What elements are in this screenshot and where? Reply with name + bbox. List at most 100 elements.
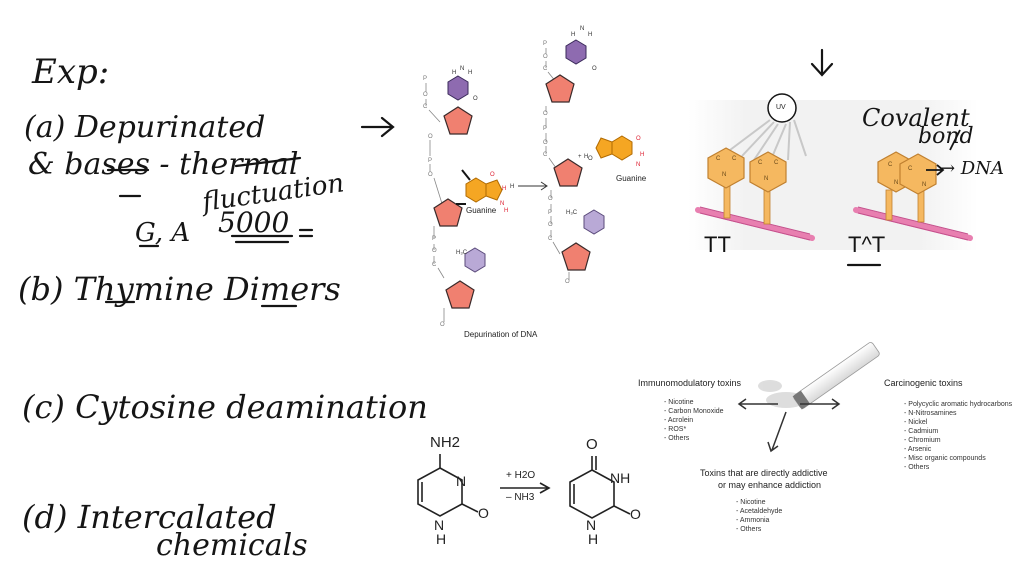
- svg-text:H: H: [640, 152, 644, 158]
- cytosine-base: [565, 39, 587, 65]
- note-d-line2: chemicals: [156, 528, 308, 563]
- svg-text:O: O: [490, 172, 495, 178]
- note-a-line5: 5000: [218, 206, 290, 239]
- svg-text:P: P: [432, 236, 436, 242]
- svg-text:H: H: [436, 531, 446, 547]
- svg-text:N: N: [764, 176, 768, 182]
- covalent-note-line1: Covalent: [862, 104, 970, 132]
- thymine-ring: [899, 153, 937, 195]
- svg-text:P: P: [543, 126, 547, 132]
- arrow-left-icon: [737, 398, 778, 410]
- list-item: - N-Nitrosamines: [904, 410, 957, 417]
- list-item: - Ammonia: [736, 517, 770, 524]
- svg-text:C: C: [908, 166, 913, 172]
- uracil-nh: NH: [610, 470, 631, 486]
- svg-text:H: H: [588, 531, 598, 547]
- list-item: - Nicotine: [736, 499, 766, 506]
- n-label: N: [434, 517, 444, 533]
- dna-strand-left: [695, 207, 815, 241]
- svg-text:H: H: [571, 32, 575, 38]
- dna-note: → DNA: [940, 158, 1004, 179]
- svg-text:O: O: [473, 96, 478, 102]
- svg-text:O: O: [548, 222, 553, 228]
- svg-text:O: O: [592, 66, 597, 72]
- svg-text:O: O: [432, 248, 437, 254]
- svg-text:O: O: [543, 111, 548, 117]
- svg-text:H: H: [504, 208, 508, 214]
- svg-text:N: N: [460, 66, 464, 72]
- list-item: - Arsenic: [904, 446, 932, 453]
- svg-text:O: O: [423, 92, 428, 98]
- list-item: - Others: [664, 435, 690, 442]
- ink-mark: [949, 129, 961, 151]
- svg-text:O: O: [565, 279, 570, 285]
- svg-text:O: O: [428, 134, 433, 140]
- addictive-list: - Nicotine - Acetaldehyde - Ammonia - Ot…: [736, 498, 782, 534]
- svg-text:H: H: [502, 186, 506, 192]
- svg-text:C: C: [432, 262, 437, 268]
- reagent-top: + H2O: [506, 470, 536, 481]
- n-label: N: [456, 473, 466, 489]
- svg-text:N: N: [722, 172, 726, 178]
- guanine-label-right: Guanine: [616, 174, 647, 183]
- svg-text:O: O: [543, 54, 548, 60]
- svg-text:P: P: [423, 76, 427, 82]
- guanine-label-left: Guanine: [466, 206, 497, 215]
- svg-text:C: C: [758, 160, 763, 166]
- arrow-right-icon: [800, 398, 841, 410]
- cigarette-icon: [792, 342, 880, 410]
- list-item: - Chromium: [904, 437, 941, 444]
- label-tt: TT: [704, 232, 731, 257]
- svg-text:C: C: [716, 156, 721, 162]
- list-item: - Nickel: [904, 419, 928, 426]
- addictive-title-line1: Toxins that are directly addictive: [700, 468, 828, 478]
- arrow-right-icon: [360, 116, 395, 138]
- immuno-title: Immunomodulatory toxins: [638, 378, 742, 388]
- svg-text:C: C: [423, 104, 428, 110]
- list-item: - Carbon Monoxide: [664, 408, 724, 415]
- svg-text:H₃C: H₃C: [566, 210, 578, 216]
- ink-mark: [456, 169, 471, 205]
- svg-text:O: O: [478, 505, 489, 521]
- dna-strand-right: [853, 207, 973, 241]
- uracil-o-top: O: [586, 436, 598, 453]
- cytosine-nh2: NH2: [430, 434, 461, 451]
- n-label: N: [586, 517, 596, 533]
- svg-text:N: N: [894, 180, 898, 186]
- sugar-ring: [545, 74, 575, 103]
- list-item: - Acetaldehyde: [736, 508, 783, 515]
- reaction-arrow-icon: [518, 181, 548, 191]
- svg-text:O: O: [428, 172, 433, 178]
- sugar-ring: [443, 106, 473, 135]
- list-item: - Cadmium: [904, 428, 939, 435]
- svg-text:H: H: [510, 184, 514, 190]
- svg-text:N: N: [500, 201, 504, 207]
- thymine-ring: [749, 151, 787, 193]
- note-a-line1: (a) Depurinated: [24, 110, 266, 145]
- note-a-line4: G, A: [135, 218, 191, 248]
- svg-text:P: P: [548, 210, 552, 216]
- svg-text:N: N: [636, 162, 640, 168]
- list-item: - Misc organic compounds: [904, 455, 986, 462]
- list-item: - Others: [736, 526, 762, 533]
- arrow-down-icon: [810, 48, 834, 77]
- svg-text:C: C: [732, 156, 737, 162]
- covalent-note-line2: bond: [918, 124, 974, 149]
- label-tdimer: T^T: [848, 232, 886, 257]
- reagent-bottom: – NH3: [506, 492, 535, 503]
- depurination-caption: Depurination of DNA: [464, 330, 538, 339]
- thymine-ring: [707, 147, 745, 189]
- svg-text:C: C: [543, 152, 548, 158]
- note-c: (c) Cytosine deamination: [22, 388, 428, 426]
- svg-text:+: +: [578, 154, 582, 160]
- addictive-title-line2: or may enhance addiction: [718, 480, 822, 490]
- equals-sign: [298, 228, 314, 238]
- sugar-ring: [445, 280, 475, 309]
- reaction-arrow-icon: [500, 482, 551, 494]
- underline-thermal: [234, 156, 302, 168]
- list-item: - Polycyclic aromatic hydrocarbons: [904, 401, 1013, 408]
